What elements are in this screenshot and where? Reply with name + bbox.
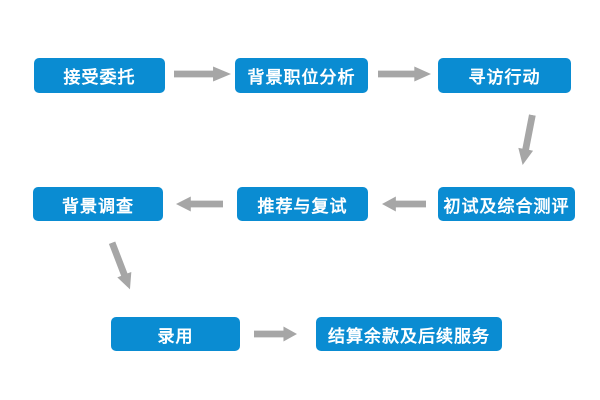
arrow-right-accept-to-analysis-icon bbox=[174, 66, 231, 82]
flow-step-hire: 录用 bbox=[111, 317, 240, 351]
arrow-left-recommend-to-backgroundcheck-icon bbox=[176, 196, 223, 212]
flow-step-recommend-second-interview: 推荐与复试 bbox=[237, 187, 368, 221]
arrow-right-hire-to-settlement-icon bbox=[254, 326, 297, 342]
arrow-down-backgroundcheck-to-hire-icon bbox=[105, 240, 138, 292]
flow-step-accept-commission: 接受委托 bbox=[34, 58, 165, 93]
flow-step-settle-balance-followup-service: 结算余款及后续服务 bbox=[316, 317, 502, 351]
flow-step-background-position-analysis: 背景职位分析 bbox=[235, 58, 368, 93]
arrow-left-firsttest-to-recommend-icon bbox=[382, 196, 426, 212]
flow-step-first-interview-assessment: 初试及综合测评 bbox=[438, 187, 575, 221]
flow-step-search-action: 寻访行动 bbox=[438, 58, 571, 93]
arrow-right-analysis-to-search-icon bbox=[378, 66, 431, 82]
arrow-down-search-to-firsttest-icon bbox=[515, 113, 540, 166]
flow-step-background-check: 背景调查 bbox=[33, 187, 163, 221]
